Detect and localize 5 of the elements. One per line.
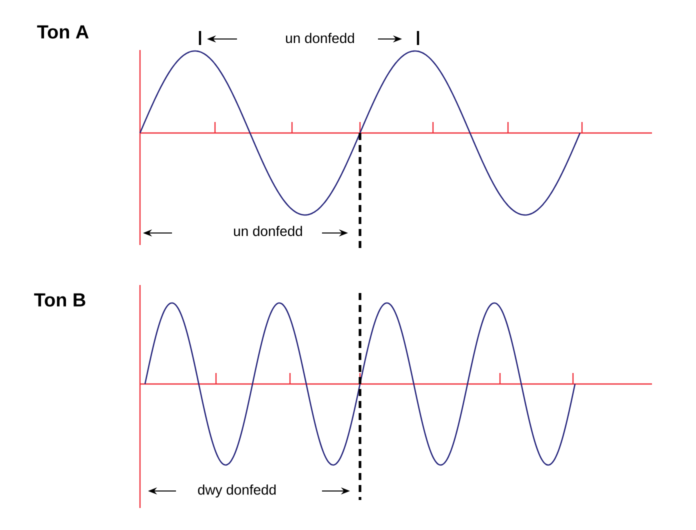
panel-title: Ton B [34,293,86,307]
dimension-label: dwy donfedd [198,484,276,498]
dimension-label: un donfedd [234,226,302,236]
dimension-label: un donfedd [286,32,354,44]
panel-title: Ton A [37,25,89,39]
